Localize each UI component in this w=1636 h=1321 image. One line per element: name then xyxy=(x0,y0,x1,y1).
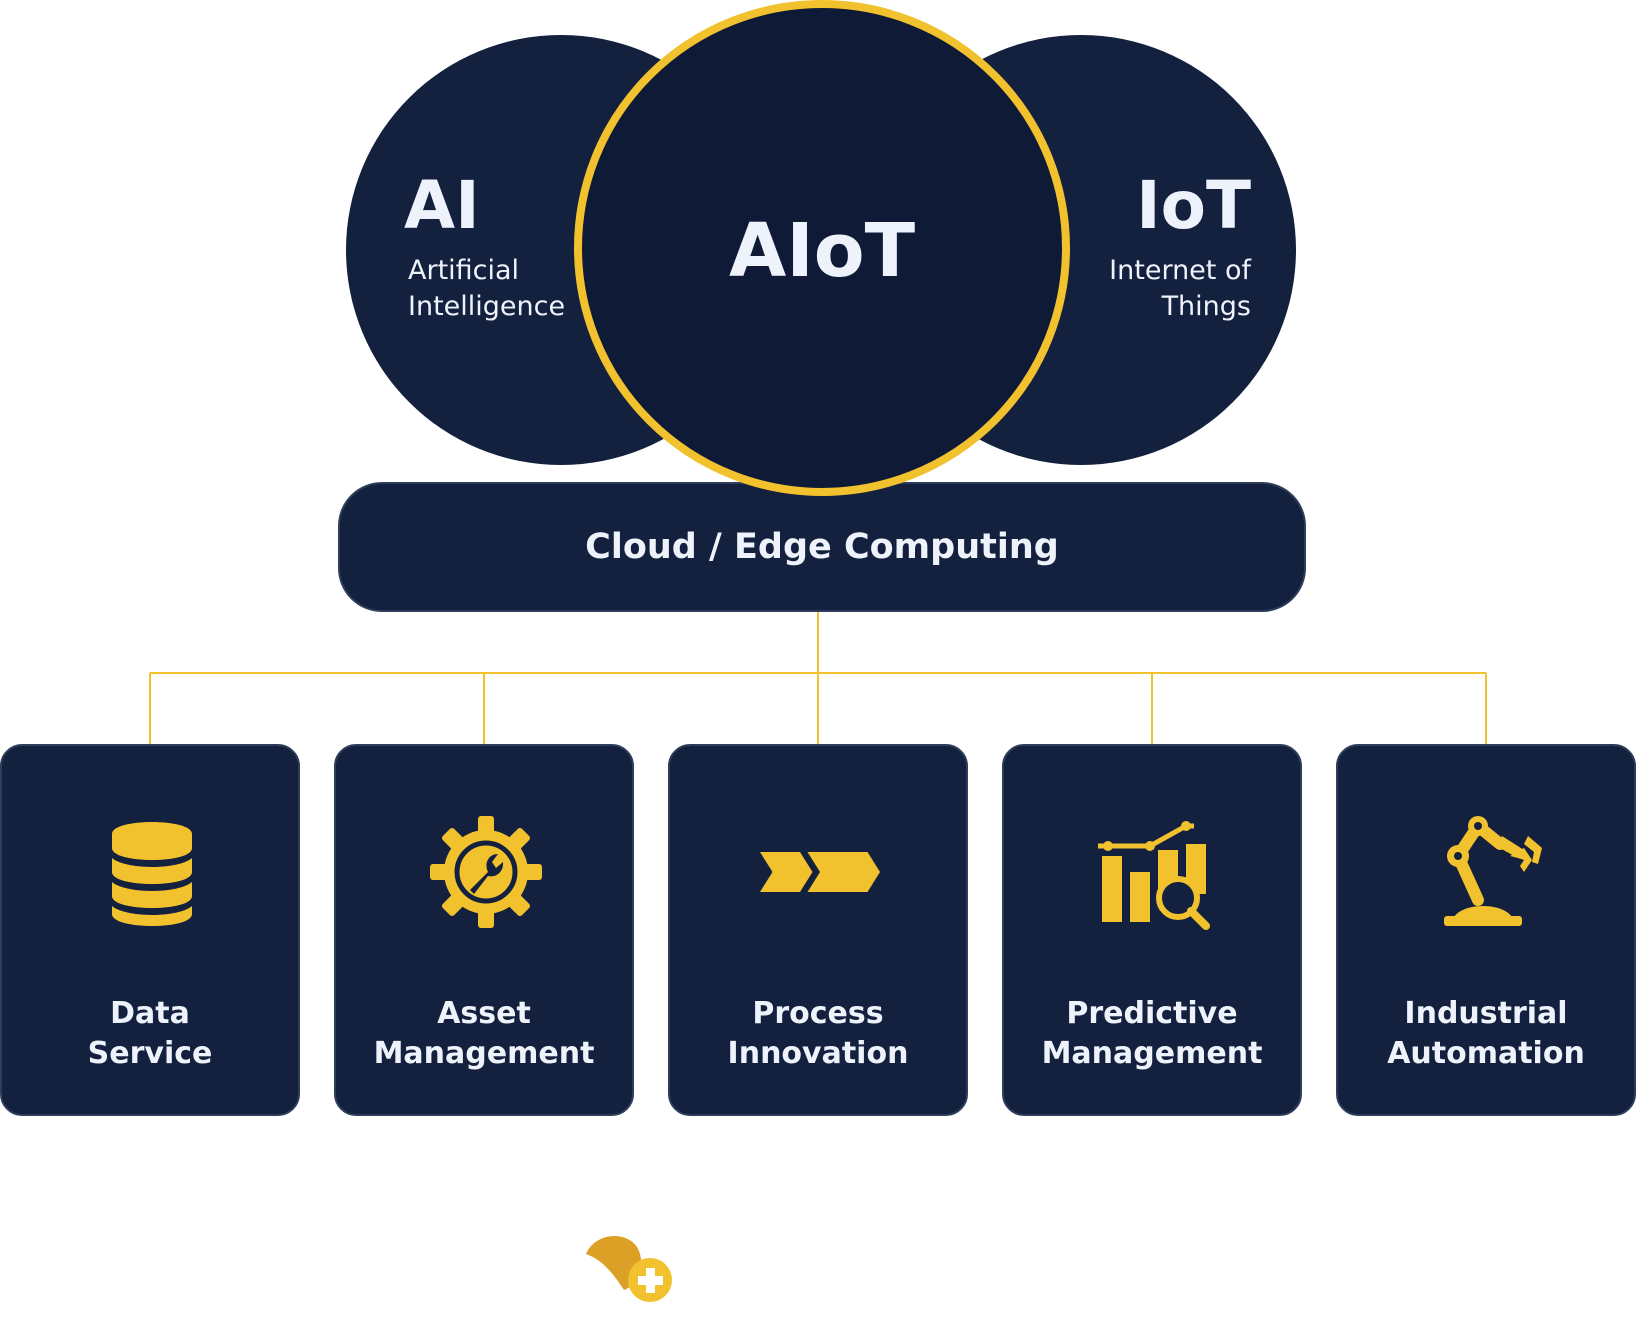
cloud-edge-computing-bar: Cloud / Edge Computing xyxy=(338,482,1306,612)
aiot-circle: AIoT xyxy=(574,0,1070,496)
card-label: Asset Management xyxy=(373,996,595,1071)
card-industrial-automation: Industrial Automation xyxy=(1336,744,1636,1116)
iot-subtitle-line2: Things xyxy=(1161,291,1251,322)
card-label: Predictive Management xyxy=(1041,996,1263,1071)
card-label: Industrial Automation xyxy=(1387,996,1585,1071)
ai-subtitle-line2: Intelligence xyxy=(408,291,566,322)
iot-title: IoT xyxy=(1136,167,1251,244)
aiot-title: AIoT xyxy=(728,208,916,294)
gear-wrench-icon xyxy=(430,816,542,928)
card-asset-management: Asset Management xyxy=(334,744,634,1116)
cloud-edge-computing-label: Cloud / Edge Computing xyxy=(585,527,1059,567)
card-process-innovation: Process Innovation xyxy=(668,744,968,1116)
iot-subtitle-line1: Internet of xyxy=(1109,255,1251,286)
leaf-plus-logo-icon xyxy=(586,1236,672,1302)
ai-subtitle-line1: Artificial xyxy=(408,255,520,286)
chevrons-right-icon xyxy=(760,852,880,892)
card-data-service: Data Service xyxy=(0,744,300,1116)
ai-title: AI xyxy=(404,167,480,244)
database-icon xyxy=(112,822,192,926)
card-label: Data Service xyxy=(87,996,213,1071)
card-label: Process Innovation xyxy=(727,996,909,1071)
robot-arm-icon xyxy=(1444,816,1542,926)
card-predictive-management: Predictive Management xyxy=(1002,744,1302,1116)
chart-magnifier-icon xyxy=(1098,821,1210,930)
